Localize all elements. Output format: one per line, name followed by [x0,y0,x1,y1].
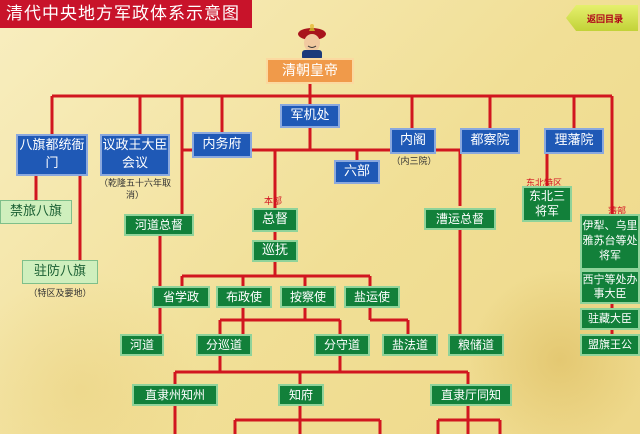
zhiliting-tongzhi-node: 直隶厅同知 [430,384,512,406]
liangchudao-node: 粮储道 [448,334,504,356]
yizheng-note: （乾隆五十六年取消） [98,179,171,201]
yili-jiangjun-node: 伊犁、乌里雅苏台等处将军 [580,214,640,270]
liubu-node: 六部 [334,160,380,184]
dongbei-jiangjun-node: 东北三将军 [522,186,572,222]
junjichu-node: 军机处 [280,104,340,128]
zhilizhou-zhizhou-node: 直隶州知州 [132,384,218,406]
buzhengshi-node: 布政使 [216,286,272,308]
emperor-portrait-icon [298,24,326,60]
anchashi-node: 按察使 [280,286,336,308]
page-title: 清代中央地方军政体系示意图 [0,0,252,28]
xuezheng-node: 省学政 [152,286,210,308]
back-to-contents-button[interactable]: 返回目录 [566,5,638,31]
neiwufu-node: 内务府 [192,132,252,158]
yanyunshi-node: 盐运使 [344,286,400,308]
fanbu-label: 藩部 [608,207,627,217]
fenxundao-node: 分巡道 [196,334,252,356]
yanfadao-node: 盐法道 [382,334,438,356]
mengqi-wanggong-node: 盟旗王公 [580,334,640,356]
neige-note: （内三院） [391,157,437,167]
fenshoudao-node: 分守道 [314,334,370,356]
zhufang-baqi-node: 驻防八旗 [22,260,98,284]
yizheng-node: 议政王大臣会议 [100,134,170,176]
duchayuan-node: 都察院 [460,128,520,154]
zhifu-node: 知府 [278,384,324,406]
benbu-label: 本部 [264,197,283,207]
dongbei-region-label: 东北特区 [526,179,563,189]
emperor-node: 清朝皇帝 [266,58,354,84]
baqi-node: 八旗都统衙门 [16,134,88,176]
zhuzang-dachen-node: 驻藏大臣 [580,308,640,330]
xining-dachen-node: 西宁等处办事大臣 [580,270,640,304]
lifanyuan-node: 理藩院 [544,128,604,154]
hedao-zongdu-node: 河道总督 [124,214,194,236]
zongdu-node: 总督 [252,208,298,232]
neige-node: 内阁 [390,128,436,154]
hedao-node: 河道 [120,334,164,356]
jinlv-baqi-node: 禁旅八旗 [0,200,72,224]
xunfu-node: 巡抚 [252,240,298,262]
caoyun-zongdu-node: 漕运总督 [424,208,496,230]
zhufang-note: （特区及要地） [28,289,92,299]
